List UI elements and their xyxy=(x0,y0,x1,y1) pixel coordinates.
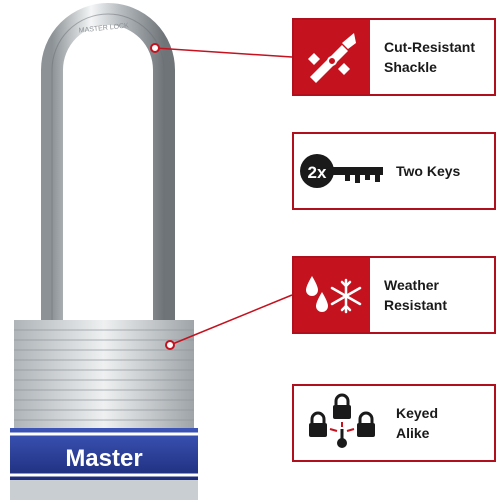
two-keys-icon: 2x xyxy=(294,134,390,208)
svg-text:2x: 2x xyxy=(308,163,327,182)
connector-line xyxy=(169,294,293,346)
lock-body xyxy=(14,320,194,430)
connector-line xyxy=(154,47,293,58)
brand-logo: Master xyxy=(65,445,142,472)
feature-card-weather: Weather Resistant xyxy=(292,256,496,334)
shackle xyxy=(41,3,175,330)
bolt-cutter-icon xyxy=(294,20,370,94)
feature-label: Weather Resistant xyxy=(384,277,448,313)
feature-label: Two Keys xyxy=(396,163,461,179)
feature-card-two-keys: 2x Two Keys xyxy=(292,132,496,210)
brand-band xyxy=(10,428,198,480)
weather-icon xyxy=(294,258,370,332)
feature-card-cut-resistant: Cut-Resistant Shackle xyxy=(292,18,496,96)
snowflake-icon xyxy=(330,278,362,314)
keyed-alike-icon xyxy=(294,386,390,460)
feature-label: Cut-Resistant Shackle xyxy=(384,39,476,75)
feature-card-keyed-alike: Keyed Alike xyxy=(292,384,496,462)
feature-label: Keyed Alike xyxy=(396,405,439,441)
